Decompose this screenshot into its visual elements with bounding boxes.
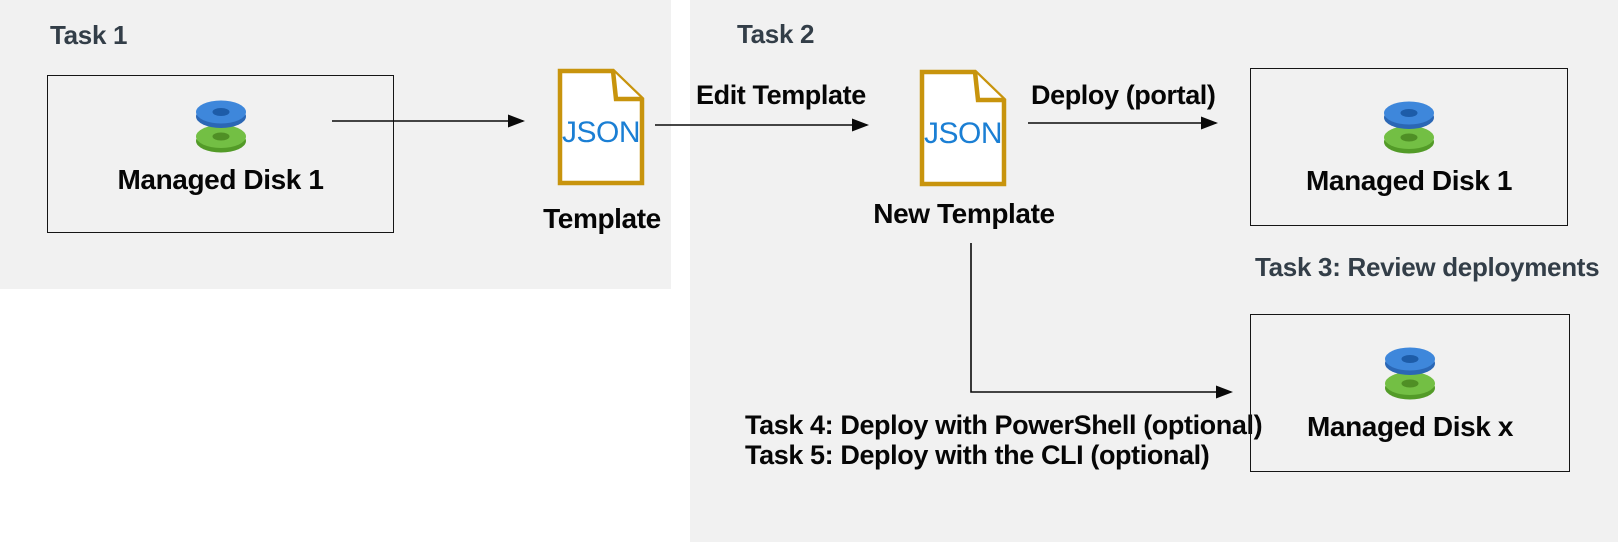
managed-disk-1-deployed-box: Managed Disk 1 bbox=[1250, 68, 1568, 226]
json-document-icon bbox=[919, 69, 1007, 187]
deploy-portal-arrow-label: Deploy (portal) bbox=[1031, 80, 1216, 110]
blue-platter-icon bbox=[1384, 101, 1434, 129]
task3-heading: Task 3: Review deployments bbox=[1255, 252, 1600, 282]
new-template-caption: New Template bbox=[873, 198, 1055, 229]
managed-disk-x-label: Managed Disk x bbox=[1306, 411, 1514, 442]
template-caption: Template bbox=[543, 203, 661, 234]
managed-disk-1-source-box: Managed Disk 1 bbox=[47, 75, 394, 233]
task1-heading: Task 1 bbox=[50, 20, 128, 50]
task5-heading: Task 5: Deploy with the CLI (optional) bbox=[745, 440, 1210, 470]
task2-heading: Task 2 bbox=[737, 19, 815, 49]
new-template-file-icon: JSON bbox=[919, 69, 1007, 187]
edit-template-arrow-label: Edit Template bbox=[696, 80, 866, 110]
template-file-type-label: JSON bbox=[561, 116, 641, 149]
json-document-icon bbox=[557, 68, 645, 186]
blue-platter-icon bbox=[1385, 347, 1435, 375]
new-template-file-type-label: JSON bbox=[923, 117, 1003, 150]
template-file-icon: JSON bbox=[557, 68, 645, 186]
managed-disk-icon bbox=[195, 100, 246, 153]
green-platter-icon bbox=[1384, 126, 1434, 154]
task45-annotation: Task 4: Deploy with PowerShell (optional… bbox=[745, 410, 1263, 470]
managed-disk-1-source-label: Managed Disk 1 bbox=[117, 164, 324, 195]
green-platter-icon bbox=[195, 125, 246, 153]
managed-disk-1-deployed-label: Managed Disk 1 bbox=[1305, 165, 1513, 196]
task4-heading: Task 4: Deploy with PowerShell (optional… bbox=[745, 410, 1263, 440]
managed-disk-x-box: Managed Disk x bbox=[1250, 314, 1570, 472]
managed-disk-icon bbox=[1385, 347, 1435, 400]
green-platter-icon bbox=[1385, 372, 1435, 400]
blue-platter-icon bbox=[195, 100, 246, 128]
managed-disk-icon bbox=[1384, 101, 1434, 154]
